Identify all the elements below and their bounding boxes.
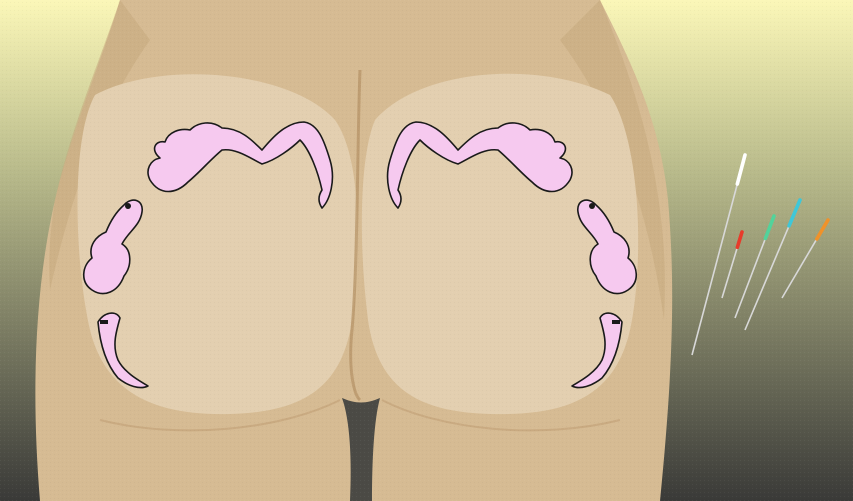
nerve-mark-right: [612, 320, 620, 324]
nerve-dot-right: [589, 203, 595, 209]
nerve-dot-left: [125, 203, 131, 209]
nerve-mark-left: [100, 320, 108, 324]
